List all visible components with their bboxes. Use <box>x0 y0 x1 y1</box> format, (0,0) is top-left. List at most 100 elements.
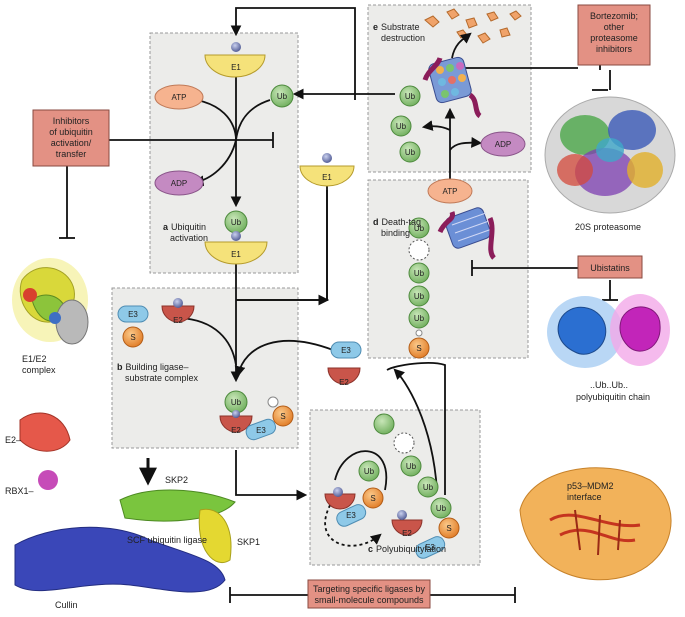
e3-ligase-b: E3 <box>117 305 149 323</box>
svg-text:Ub: Ub <box>405 92 416 101</box>
svg-text:ADP: ADP <box>495 140 511 149</box>
inhibitor-box-bortezomib: Bortezomib; other proteasome inhibitors <box>577 4 651 66</box>
inhibitor-box-ligases: Targeting specific ligases by small-mole… <box>307 579 431 609</box>
svg-text:Ub: Ub <box>414 292 425 301</box>
svg-text:Ub: Ub <box>277 92 288 101</box>
substrate-b: S <box>122 326 144 348</box>
svg-text:ATP: ATP <box>443 187 458 196</box>
step-d-line2: binding <box>381 228 410 238</box>
proteasome-20s-structure <box>544 96 676 214</box>
step-b-line2: substrate complex <box>125 373 199 383</box>
ligase-substrate-complex: Ub E2 E3 S <box>219 390 294 441</box>
e2-enzyme-b: E2 <box>161 298 195 325</box>
polyub-arrow <box>324 489 382 547</box>
svg-text:Ubistatins: Ubistatins <box>590 263 630 273</box>
svg-text:Ub: Ub <box>414 269 425 278</box>
proteasome-icon-e <box>422 56 482 119</box>
svg-text:Targeting specific ligases by: Targeting specific ligases by <box>313 584 426 594</box>
svg-text:Ub: Ub <box>231 398 242 407</box>
e2-label: E2– <box>5 435 21 445</box>
svg-text:Ub: Ub <box>364 467 375 476</box>
svg-text:proteasome: proteasome <box>590 33 638 43</box>
ub-free-e: Ub Ub Ub <box>390 85 421 163</box>
skp1-label: SKP1 <box>237 537 260 547</box>
svg-text:E1: E1 <box>231 63 241 72</box>
ub-circle-a: Ub <box>270 84 294 108</box>
svg-text:E3: E3 <box>128 310 138 319</box>
svg-text:ADP: ADP <box>171 179 187 188</box>
polyubiquitin-chain-structure <box>547 294 670 368</box>
adp-oval-e: ADP <box>480 131 526 157</box>
scf-ligase-structure <box>14 412 236 593</box>
atp-oval-d: ATP <box>427 178 473 204</box>
e1e2-complex-structure <box>12 258 89 345</box>
p53-label-line2: interface <box>567 492 602 502</box>
polyub-complex-c2: E2 E3 S Ub Ub Ub <box>373 413 460 559</box>
svg-text:S: S <box>446 524 451 533</box>
svg-text:Ub: Ub <box>436 504 447 513</box>
step-a-line2: activation <box>170 233 208 243</box>
svg-text:of ubiquitin: of ubiquitin <box>49 127 93 137</box>
p53-mdm2-structure <box>519 467 672 581</box>
svg-text:Ub: Ub <box>406 462 417 471</box>
proteasome-icon-d <box>437 207 497 260</box>
svg-text:activation/: activation/ <box>51 138 92 148</box>
svg-text:Inhibitors: Inhibitors <box>53 116 90 126</box>
svg-text:E2: E2 <box>173 316 183 325</box>
svg-text:ATP: ATP <box>172 93 187 102</box>
skp2-label: SKP2 <box>165 475 188 485</box>
polyub-label-line2: polyubiquitin chain <box>576 392 650 402</box>
polyub-loop <box>334 450 388 491</box>
svg-text:inhibitors: inhibitors <box>596 44 633 54</box>
adp-oval-a: ADP <box>154 170 204 196</box>
step-box-c <box>309 409 481 566</box>
svg-text:E3: E3 <box>341 346 351 355</box>
svg-text:Ub: Ub <box>405 148 416 157</box>
svg-text:S: S <box>130 333 135 342</box>
e1-enzyme-top: E1 <box>204 42 266 78</box>
proteasome-label: 20S proteasome <box>575 222 641 232</box>
svg-text:E3: E3 <box>256 426 266 435</box>
ub-circle-activated: Ub <box>224 210 248 241</box>
cysteine-dot <box>231 42 241 52</box>
svg-text:Ub: Ub <box>414 314 425 323</box>
polyub-complex-c1: E3 S Ub <box>324 460 384 527</box>
e1e2-label-line2: complex <box>22 365 56 375</box>
atp-oval-a: ATP <box>154 84 204 110</box>
polyub-chain-d: Ub Ub Ub Ub S <box>408 217 430 359</box>
destruction-arrow <box>451 32 472 59</box>
svg-text:Ub: Ub <box>414 224 425 233</box>
rbx1-label: RBX1– <box>5 486 34 496</box>
polyub-label-line1: ..Ub..Ub.. <box>590 380 628 390</box>
cullin-label: Cullin <box>55 600 78 610</box>
svg-text:S: S <box>370 494 375 503</box>
svg-text:S: S <box>280 412 285 421</box>
e1-enzyme-recycled: E1 <box>299 153 355 187</box>
svg-text:transfer: transfer <box>56 149 87 159</box>
svg-text:Ub: Ub <box>423 483 434 492</box>
svg-text:other: other <box>604 22 625 32</box>
svg-text:E3: E3 <box>346 511 356 520</box>
e1-enzyme-activated: E1 <box>204 241 268 265</box>
svg-text:E2: E2 <box>402 529 412 538</box>
svg-text:E2: E2 <box>339 378 349 387</box>
inhibitor-box-ubistatins: Ubistatins <box>577 255 643 279</box>
svg-text:E1: E1 <box>231 250 241 259</box>
e3-ligase-recycled: E3 <box>330 341 362 359</box>
e2-enzyme-recycled: E2 <box>327 367 361 387</box>
svg-text:Bortezomib;: Bortezomib; <box>590 11 638 21</box>
svg-text:small-molecule compounds: small-molecule compounds <box>314 595 424 605</box>
svg-text:Ub: Ub <box>396 122 407 131</box>
inhibitor-box-activation: Inhibitors of ubiquitin activation/ tran… <box>32 109 110 167</box>
p53-label-line1: p53–MDM2 <box>567 481 614 491</box>
svg-text:E3: E3 <box>425 543 435 552</box>
scf-label: SCF ubiquitin ligase <box>127 535 207 545</box>
svg-text:E2: E2 <box>231 426 241 435</box>
e1e2-label-line1: E1/E2 <box>22 354 47 364</box>
pathway-arrows <box>174 7 483 501</box>
